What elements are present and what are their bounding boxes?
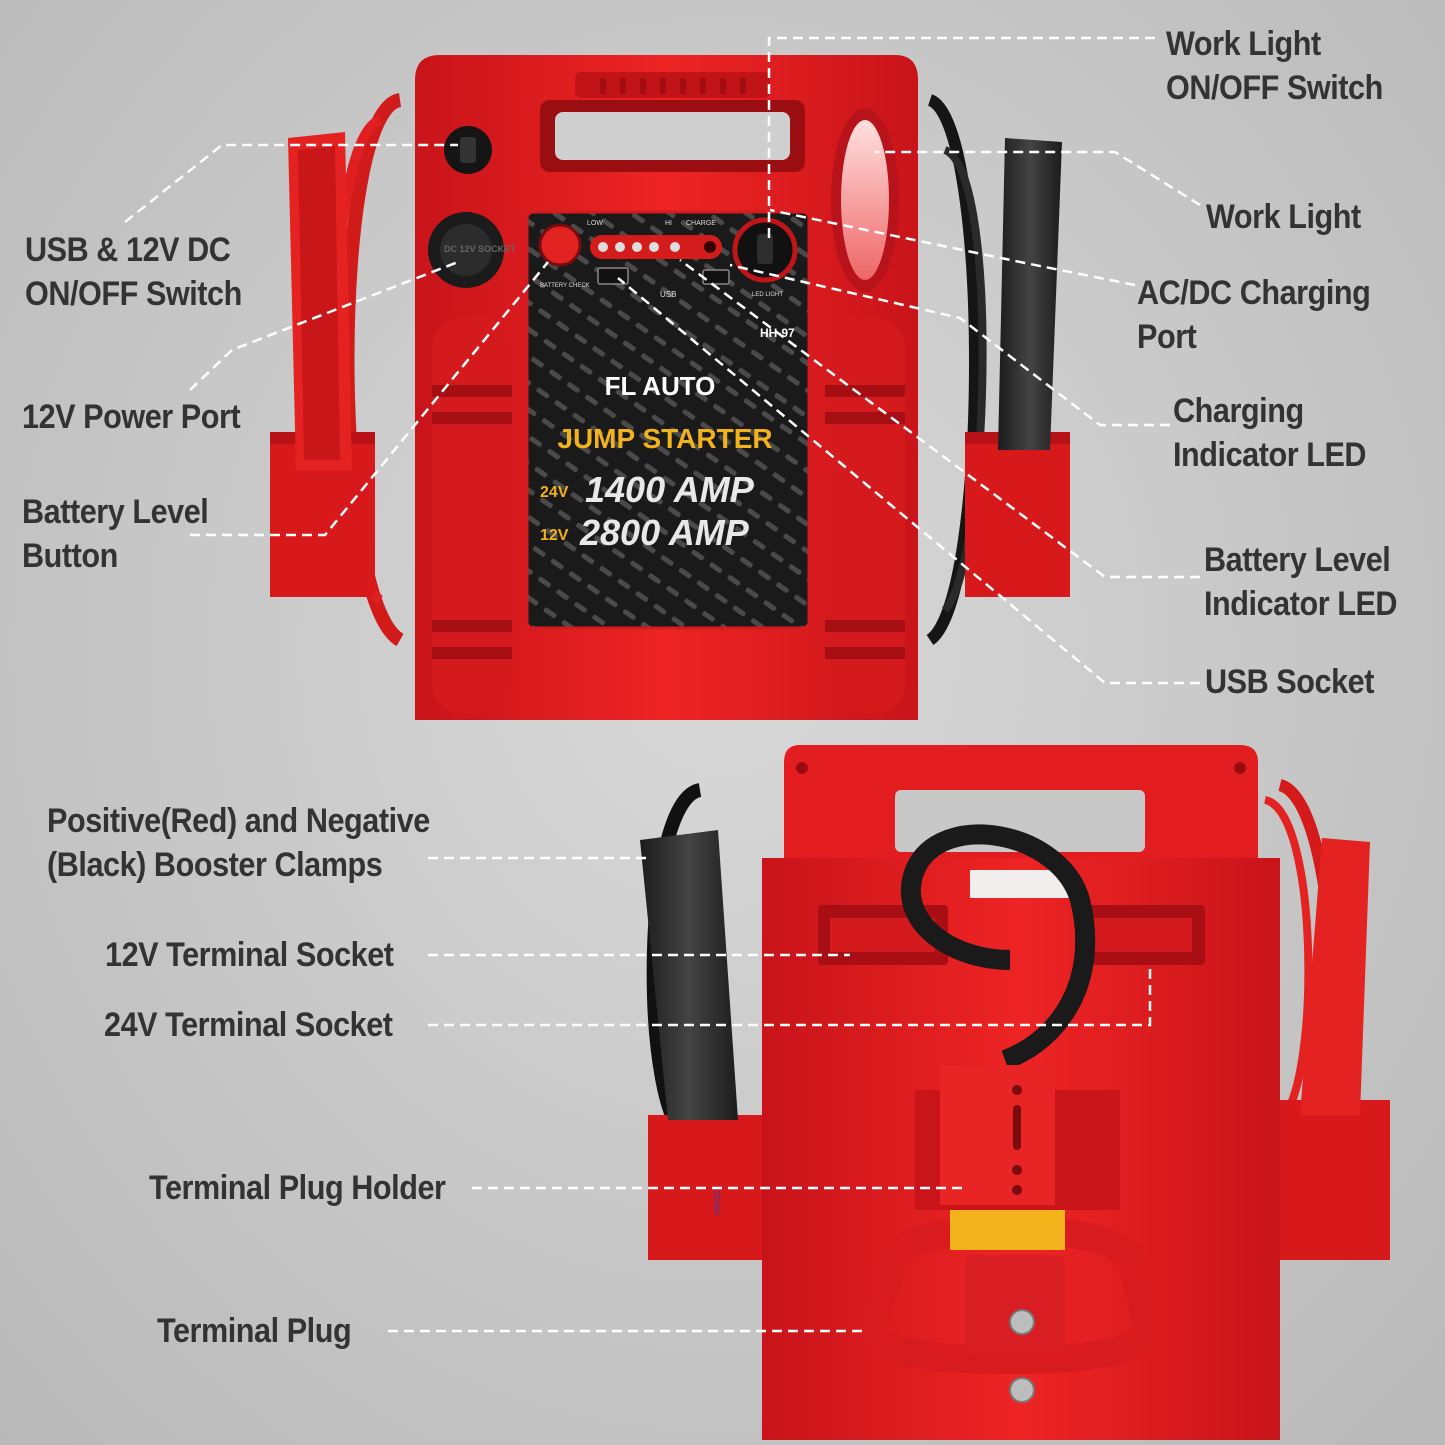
- product-name: JUMP STARTER: [557, 423, 772, 454]
- callout-terminal-plug-holder: Terminal Plug Holder: [149, 1169, 446, 1207]
- back-unit: [640, 745, 1390, 1440]
- callout-charging-indicator-line1: Charging: [1173, 392, 1304, 430]
- callout-12v-power-port: 12V Power Port: [22, 398, 241, 436]
- plug-yellow-label: [950, 1210, 1065, 1250]
- callout-battery-level-button: Battery Level Button: [22, 490, 209, 578]
- rating-24v-amp: 1400 AMP: [585, 469, 755, 510]
- callout-usb-12v-switch: USB & 12V DC ON/OFF Switch: [25, 228, 242, 316]
- callout-usb-12v-switch-line1: USB & 12V DC: [25, 231, 231, 269]
- rating-24v-label: 24V: [540, 484, 569, 501]
- callout-usb-socket: USB Socket: [1205, 663, 1374, 701]
- callout-ac-dc-charging-port: AC/DC Charging Port: [1137, 271, 1371, 359]
- callout-booster-clamps-line1: Positive(Red) and Negative: [47, 802, 430, 840]
- callout-booster-clamps: Positive(Red) and Negative (Black) Boost…: [47, 799, 430, 887]
- date-sticker: 0S2021: [713, 1187, 722, 1215]
- callout-work-light-switch-line2: ON/OFF Switch: [1166, 69, 1383, 107]
- callout-battery-level-indicator-line2: Indicator LED: [1204, 585, 1398, 623]
- callout-charging-indicator: Charging Indicator LED: [1173, 389, 1367, 477]
- callout-booster-clamps-line2: (Black) Booster Clamps: [47, 846, 383, 884]
- label-panel: [527, 212, 809, 628]
- callout-24v-terminal-socket: 24V Terminal Socket: [104, 1006, 393, 1044]
- right-holster: [965, 432, 1070, 597]
- front-unit: [270, 55, 1070, 720]
- ac-dc-charging-port[interactable]: [702, 269, 730, 285]
- power-cable: [900, 824, 1096, 1070]
- right-holster-back: [1272, 1100, 1390, 1260]
- callout-work-light-switch: Work Light ON/OFF Switch: [1166, 22, 1383, 110]
- panel-battery-check: BATTERY CHECK: [540, 283, 590, 289]
- panel-hi: HI: [665, 220, 672, 227]
- left-grip: [432, 318, 512, 713]
- callout-ac-dc-charging-port-line1: AC/DC Charging: [1137, 274, 1371, 312]
- battery-level-button[interactable]: [538, 223, 582, 267]
- callout-terminal-plug: Terminal Plug: [157, 1312, 352, 1350]
- panel-led-light: LED LIGHT: [752, 292, 783, 298]
- terminal-plug[interactable]: [965, 1255, 1065, 1355]
- callout-work-light: Work Light: [1206, 198, 1361, 236]
- warning-sticker: [970, 870, 1070, 898]
- rating-12v-amp: 2800 AMP: [579, 512, 750, 553]
- black-clamp: [998, 138, 1062, 450]
- red-clamp-back: [1300, 838, 1370, 1115]
- panel-usb: USB: [660, 290, 676, 299]
- charging-led: [704, 241, 716, 253]
- callout-battery-level-indicator-line1: Battery Level: [1204, 541, 1391, 579]
- panel-low: LOW: [587, 220, 603, 227]
- right-grip: [825, 318, 905, 713]
- panel-charge: CHARGE: [686, 220, 716, 227]
- socket-text: DC 12V SOCKET: [444, 244, 516, 254]
- callout-lines: [124, 36, 1201, 1333]
- callout-12v-terminal-socket: 12V Terminal Socket: [105, 936, 394, 974]
- brand-logo: FL AUTO: [605, 371, 716, 401]
- callout-usb-12v-switch-line2: ON/OFF Switch: [25, 275, 242, 313]
- callout-work-light-switch-line1: Work Light: [1166, 25, 1321, 63]
- callout-battery-level-button-line1: Battery Level: [22, 493, 209, 531]
- callout-ac-dc-charging-port-line2: Port: [1137, 318, 1197, 356]
- callout-charging-indicator-line2: Indicator LED: [1173, 436, 1367, 474]
- callout-battery-level-button-line2: Button: [22, 537, 118, 575]
- rating-12v-label: 12V: [540, 527, 569, 544]
- callout-battery-level-indicator: Battery Level Indicator LED: [1204, 538, 1398, 626]
- black-clamp-back: [640, 830, 738, 1120]
